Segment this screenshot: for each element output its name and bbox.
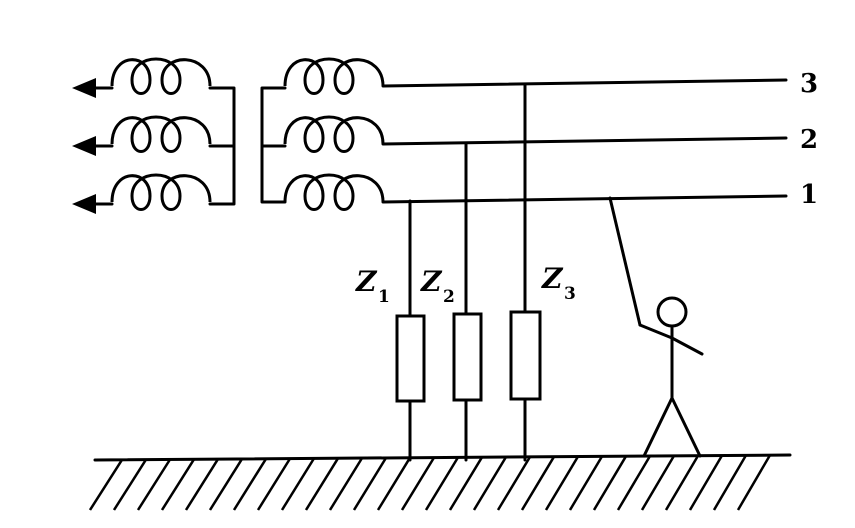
secondary-winding-2 — [283, 115, 385, 153]
hatch-line — [232, 458, 268, 511]
load-label-z1: Z — [355, 265, 378, 298]
phase-line-3 — [381, 78, 788, 88]
phase-line-2 — [381, 136, 788, 146]
hatch-line — [352, 457, 388, 511]
hatch-line — [376, 457, 412, 511]
hatch-line — [424, 456, 460, 511]
ground-hatching — [88, 454, 772, 511]
secondary-windings — [260, 57, 385, 211]
impedance-z2 — [452, 312, 483, 402]
primary-windings — [72, 57, 236, 214]
hatch-line — [616, 455, 652, 511]
person-head — [656, 296, 688, 328]
load-z2: Z 2 — [420, 141, 483, 462]
load-subscript-z1: 1 — [378, 287, 390, 307]
load-subscript-z3: 3 — [564, 284, 576, 304]
hatch-line — [472, 456, 508, 511]
hatch-line — [88, 459, 124, 511]
hatch-line — [664, 455, 700, 511]
arrow-left-icon — [72, 136, 96, 156]
hatch-line — [736, 454, 772, 511]
hatch-line — [208, 458, 244, 511]
primary-winding-bottom — [110, 173, 212, 211]
hatch-line — [136, 458, 172, 511]
impedance-z3 — [509, 310, 542, 401]
impedance-z1 — [395, 314, 426, 403]
person-figure — [608, 196, 704, 458]
ground — [88, 453, 792, 511]
phase-label-2: 2 — [800, 125, 818, 155]
hatch-line — [520, 456, 556, 511]
hatch-line — [568, 455, 604, 511]
hatch-line — [256, 457, 292, 511]
secondary-winding-1 — [283, 173, 385, 211]
person-legs — [642, 396, 702, 458]
hatch-line — [496, 456, 532, 511]
arrow-left-icon — [72, 78, 96, 98]
load-z3: Z 3 — [509, 83, 576, 462]
hatch-line — [688, 454, 724, 511]
hatch-line — [544, 455, 580, 511]
phase-label-3: 3 — [800, 69, 818, 99]
arrow-left-icon — [72, 194, 96, 214]
hatch-line — [712, 454, 748, 511]
phase-line-1 — [381, 194, 788, 204]
hatch-line — [112, 458, 148, 511]
phase-label-1: 1 — [800, 180, 818, 210]
hatch-line — [280, 457, 316, 511]
primary-winding-top — [110, 57, 212, 95]
hatch-line — [400, 456, 436, 511]
secondary-winding-3 — [283, 57, 385, 95]
load-z1: Z 1 — [355, 199, 426, 462]
load-label-z3: Z — [541, 262, 564, 295]
person-arm-right — [670, 336, 704, 356]
primary-winding-middle — [110, 115, 212, 153]
hatch-line — [304, 457, 340, 511]
hatch-line — [640, 455, 676, 511]
person-arm-left — [638, 323, 674, 340]
hatch-line — [328, 457, 364, 511]
hatch-line — [184, 458, 220, 511]
hatch-line — [448, 456, 484, 511]
load-label-z2: Z — [420, 265, 443, 298]
load-subscript-z2: 2 — [443, 287, 455, 307]
hatch-line — [160, 458, 196, 511]
hatch-line — [592, 455, 628, 511]
contact-wire — [608, 196, 642, 327]
